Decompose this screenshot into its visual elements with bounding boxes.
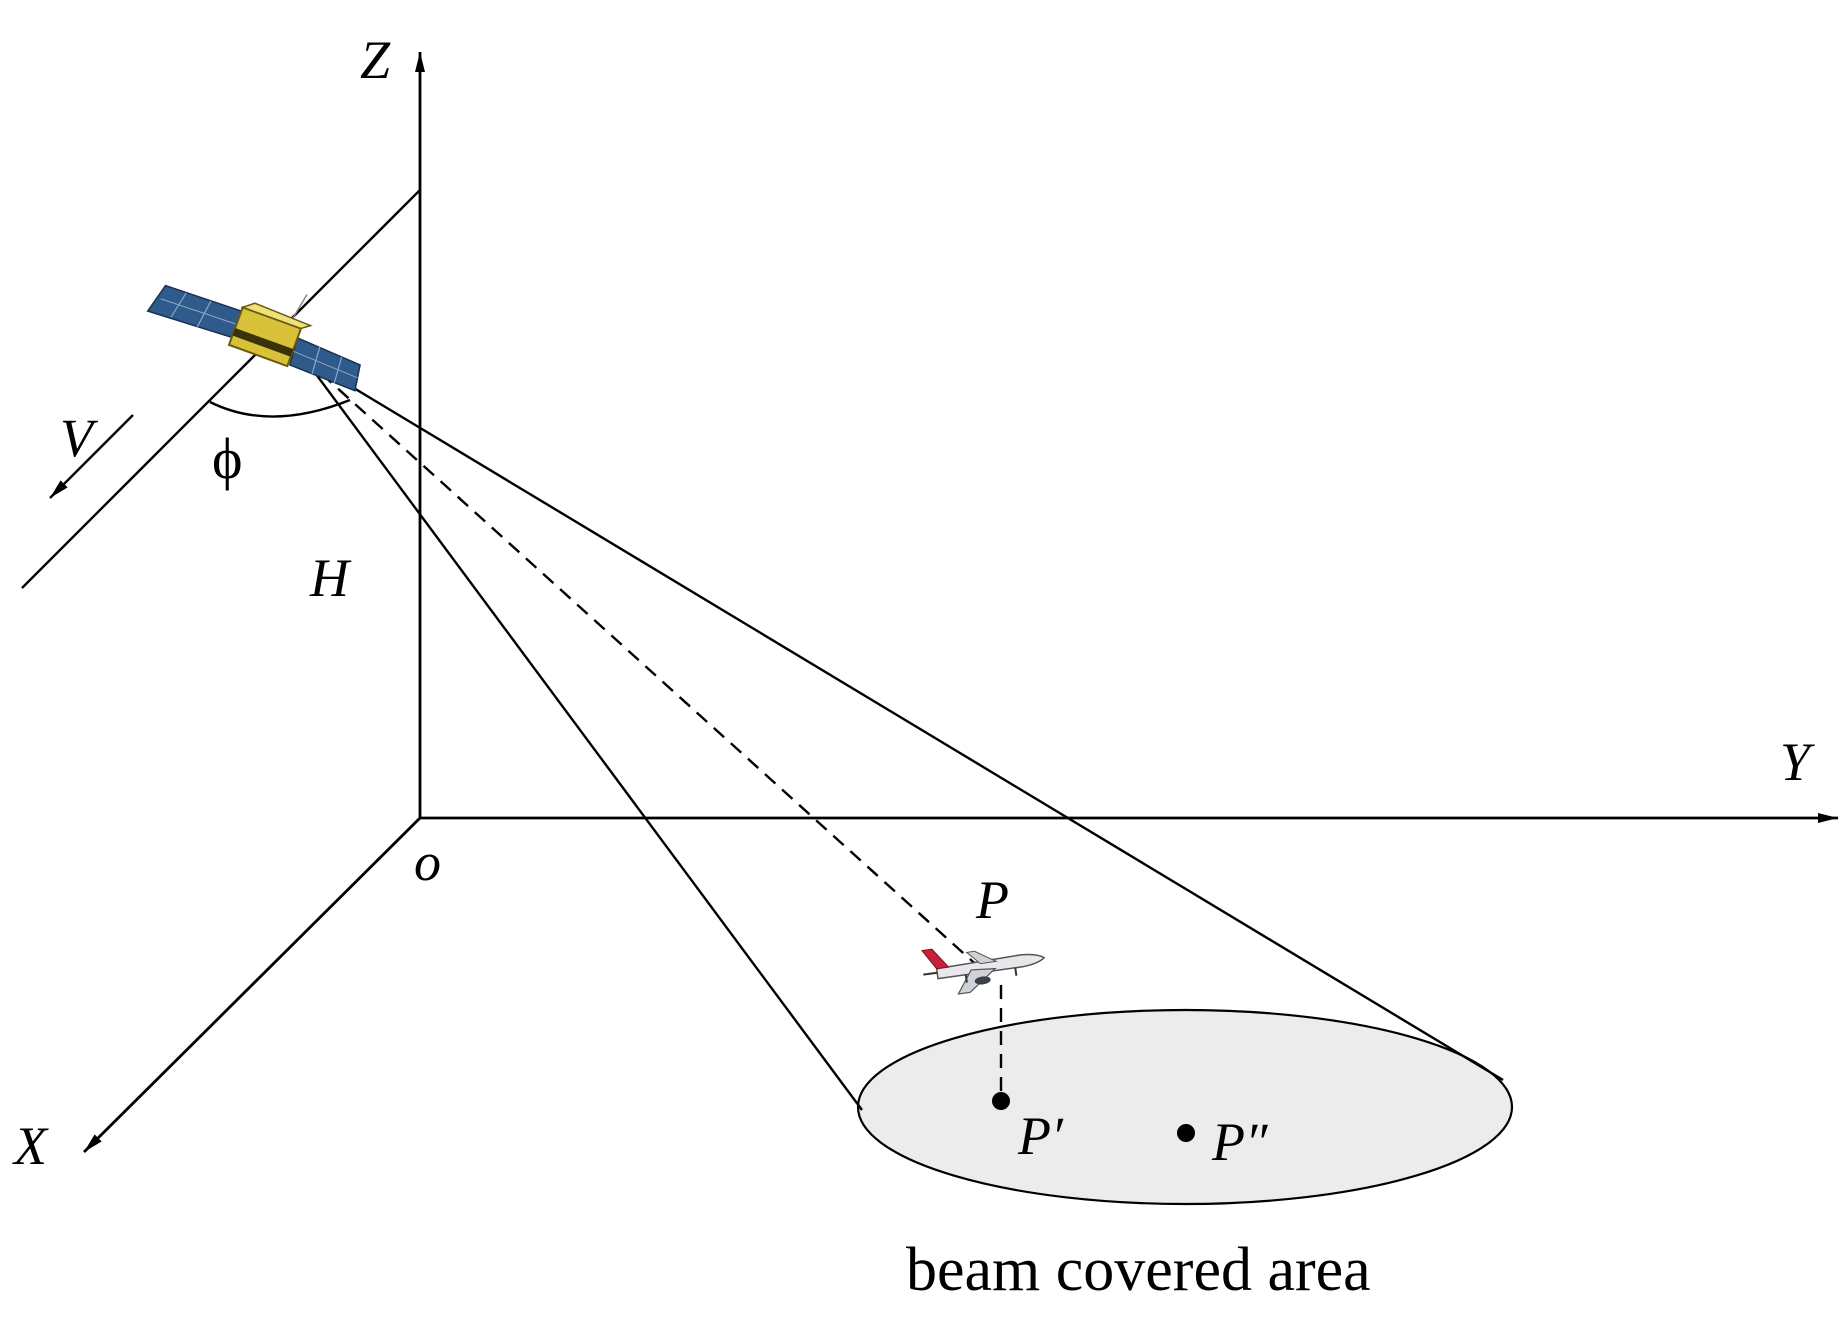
beam-edge-right <box>303 356 1504 1082</box>
axis-y-label: Y <box>1780 732 1815 792</box>
satellite-icon <box>146 284 361 392</box>
x-axis <box>83 817 421 1153</box>
height-label: H <box>309 548 352 608</box>
target-label: P <box>975 870 1009 930</box>
scene-point-label: P″ <box>1211 1112 1268 1172</box>
axis-x-label: X <box>12 1116 49 1176</box>
beam-covered-area <box>856 1008 1514 1206</box>
line-of-sight <box>303 357 983 971</box>
velocity-label: V <box>60 408 99 468</box>
point-p-prime <box>992 1092 1010 1110</box>
axis-z-label: Z <box>360 30 391 90</box>
area-caption: beam covered area <box>906 1236 1371 1304</box>
angle-arc <box>209 398 351 418</box>
aircraft-icon <box>921 948 1046 995</box>
satellite-track <box>21 189 421 589</box>
angle-label: ϕ <box>212 426 243 491</box>
velocity-arrow <box>49 414 134 499</box>
target-projection-label: P′ <box>1017 1106 1064 1166</box>
beam-edge-left <box>303 357 863 1111</box>
point-p-double-prime <box>1177 1124 1195 1142</box>
origin-label: o <box>414 832 441 892</box>
